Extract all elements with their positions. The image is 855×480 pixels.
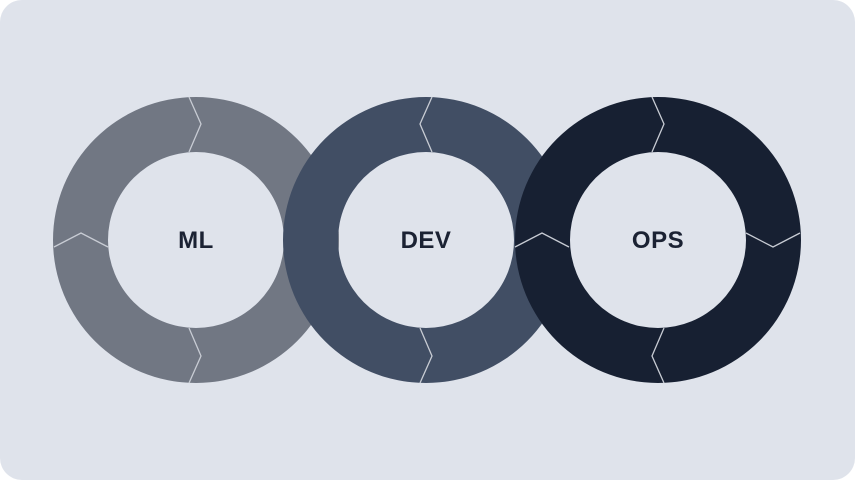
ring-ml-separator-top bbox=[188, 96, 202, 153]
ring-ops-label: OPS bbox=[632, 227, 684, 254]
ring-ops-separator-top bbox=[651, 96, 665, 153]
ring-ml-body bbox=[53, 97, 339, 383]
ring-ops-separator-left bbox=[514, 232, 570, 248]
ring-ops-separator-right bbox=[745, 232, 801, 248]
ring-dev-separator-bottom bbox=[419, 327, 433, 384]
ring-ops-separator-bottom bbox=[651, 327, 665, 384]
ring-ml-separator-left bbox=[53, 232, 109, 248]
ring-ml: ML bbox=[53, 96, 339, 384]
ring-dev: DEV bbox=[283, 96, 569, 384]
ring-ml-label: ML bbox=[178, 227, 214, 254]
ring-dev-label: DEV bbox=[401, 227, 452, 254]
ring-ops: OPS bbox=[514, 96, 801, 384]
ring-dev-body bbox=[283, 97, 569, 383]
ring-ops-body bbox=[515, 97, 801, 383]
ring-dev-separator-top bbox=[419, 96, 433, 153]
ring-ml-separator-bottom bbox=[188, 327, 202, 384]
